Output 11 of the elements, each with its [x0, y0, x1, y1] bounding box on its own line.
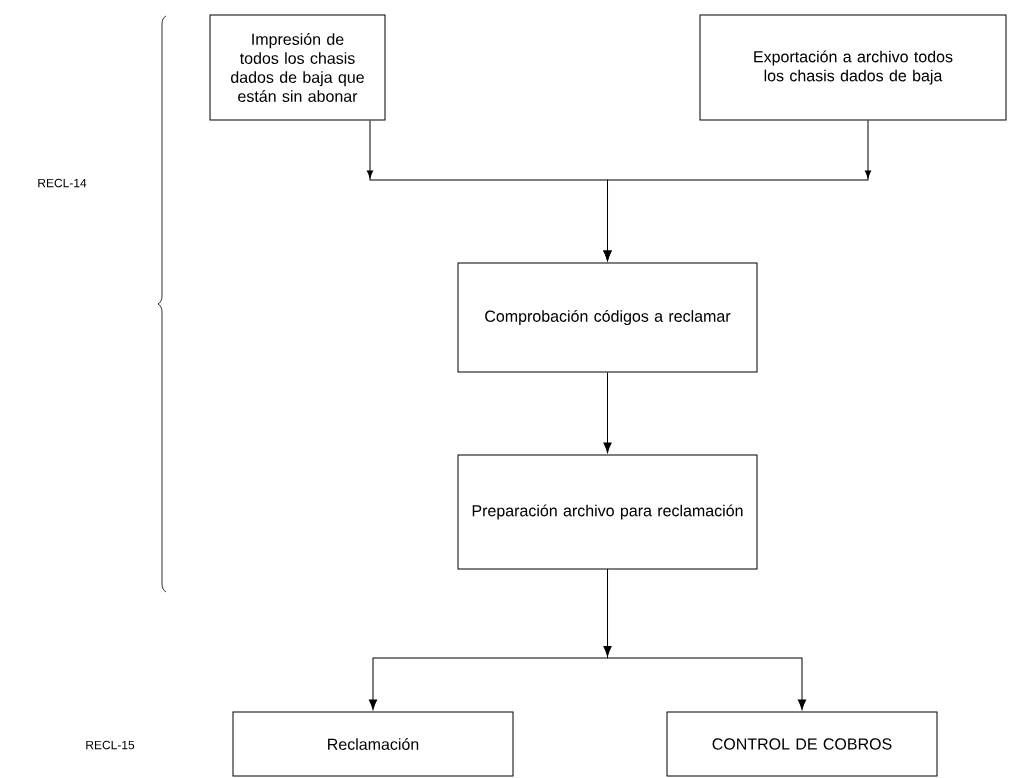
process-box: Preparación archivo para reclamación	[457, 454, 758, 570]
arrow	[607, 569, 807, 710]
process-box: Comprobación códigos a reclamar	[457, 262, 758, 373]
process-box: Impresión de todos los chasis dados de baja que están sin abonar	[209, 14, 386, 121]
side-label: RECL-14	[38, 178, 87, 188]
process-box: CONTROL DE COBROS	[666, 711, 938, 777]
process-box: Exportación a archivo todos los chasis dados de baja	[699, 14, 1007, 121]
arrow	[603, 372, 612, 453]
process-box: Reclamación	[232, 711, 514, 777]
side-label: RECL-15	[86, 740, 135, 750]
arrow	[603, 120, 872, 261]
